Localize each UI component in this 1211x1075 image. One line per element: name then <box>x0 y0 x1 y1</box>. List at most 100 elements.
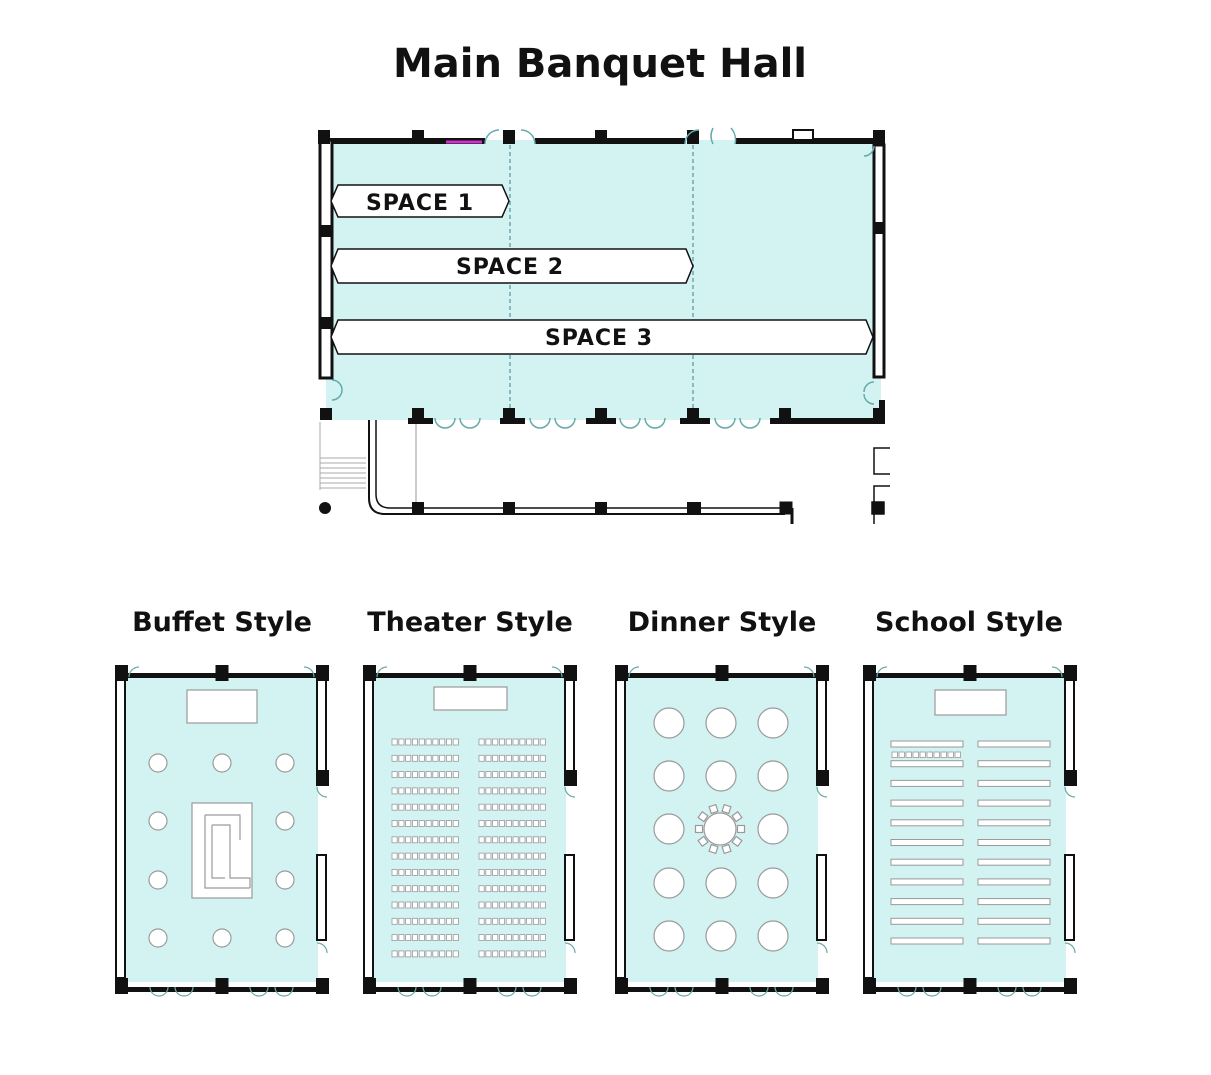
theater-seat <box>411 787 418 795</box>
theater-seat <box>533 754 540 762</box>
school-desk <box>977 858 1051 866</box>
theater-seat <box>512 869 519 876</box>
theater-seat <box>425 738 432 746</box>
corridor <box>368 420 794 524</box>
theater-seat <box>405 803 412 811</box>
theater-seat <box>439 820 446 827</box>
theater-seat <box>505 852 512 860</box>
school-chair <box>940 751 947 758</box>
space-label-3: SPACE 3 <box>545 326 653 351</box>
theater-seat <box>539 738 546 746</box>
theater-seat <box>498 950 505 958</box>
theater-seat <box>445 901 452 909</box>
theater-seat <box>519 787 526 795</box>
pillar-icon <box>115 665 329 994</box>
theater-seat <box>478 803 485 811</box>
theater-seat <box>505 901 512 909</box>
dinner-chair <box>731 810 743 823</box>
round-table <box>653 813 685 845</box>
layout-title-school: School Style <box>875 607 1063 638</box>
theater-seat <box>498 754 505 762</box>
theater-seat <box>519 754 526 762</box>
theater-seat <box>445 950 452 958</box>
theater-seat <box>398 754 405 762</box>
dinner-chair <box>731 835 743 848</box>
theater-seat <box>505 885 512 893</box>
wall-left <box>318 138 334 380</box>
pillar-icon <box>363 665 577 994</box>
theater-seat <box>498 820 505 827</box>
theater-seat <box>445 803 452 811</box>
round-table <box>653 707 685 739</box>
theater-seat <box>425 934 432 941</box>
theater-seat <box>539 885 546 893</box>
theater-seat <box>439 754 446 762</box>
theater-seat <box>432 901 439 909</box>
layout-title-dinner: Dinner Style <box>628 607 817 638</box>
theater-seat <box>485 787 492 795</box>
theater-seat <box>398 803 405 811</box>
cocktail-table <box>148 870 168 890</box>
theater-seat <box>439 934 446 941</box>
theater-seat <box>478 787 485 795</box>
theater-seat <box>405 885 412 893</box>
theater-seat <box>405 852 412 860</box>
school-desk <box>890 740 964 748</box>
school-desk <box>890 839 964 846</box>
theater-seat <box>418 836 425 844</box>
theater-seat <box>485 934 492 941</box>
theater-seat <box>405 771 412 778</box>
main-hall-plan: SPACE 1 SPACE 2 SPACE 3 <box>318 127 890 524</box>
school-desk <box>977 917 1051 925</box>
dinner-chair <box>708 803 719 815</box>
theater-seat <box>526 934 533 941</box>
theater-seat <box>439 803 446 811</box>
theater-seat <box>452 836 459 844</box>
theater-seat <box>492 852 499 860</box>
theater-seat <box>398 787 405 795</box>
theater-seat <box>445 771 452 778</box>
dinner-chair <box>697 835 709 848</box>
theater-seat <box>512 754 519 762</box>
theater-seat <box>425 901 432 909</box>
round-table <box>757 813 789 845</box>
theater-seat <box>445 852 452 860</box>
theater-seat <box>519 738 526 746</box>
buffet-station <box>191 802 253 899</box>
theater-seat <box>533 885 540 893</box>
theater-seat <box>492 917 499 925</box>
theater-seat <box>439 787 446 795</box>
round-table <box>653 867 685 899</box>
theater-seat <box>432 869 439 876</box>
dinner-chair <box>697 810 709 823</box>
theater-seat <box>539 869 546 876</box>
dinner-chair <box>721 843 732 855</box>
theater-seat <box>445 869 452 876</box>
side-structure <box>871 447 890 524</box>
round-table-with-chairs <box>694 803 746 855</box>
theater-seat <box>492 771 499 778</box>
staircase-icon <box>319 422 366 490</box>
theater-seat <box>519 771 526 778</box>
theater-seat <box>498 917 505 925</box>
theater-seat <box>492 787 499 795</box>
theater-seat <box>439 738 446 746</box>
theater-seat <box>512 917 519 925</box>
theater-seat <box>512 950 519 958</box>
theater-seat <box>452 771 459 778</box>
theater-seat <box>398 869 405 876</box>
theater-seat <box>498 852 505 860</box>
theater-seat <box>478 820 485 827</box>
theater-seat <box>411 869 418 876</box>
theater-seat <box>498 738 505 746</box>
school-chair <box>926 751 933 758</box>
theater-seat <box>519 950 526 958</box>
theater-seat <box>425 917 432 925</box>
theater-seat <box>425 771 432 778</box>
theater-seat <box>439 771 446 778</box>
theater-seat <box>418 869 425 876</box>
theater-seat <box>526 836 533 844</box>
theater-seat <box>432 738 439 746</box>
buffet-layout <box>148 689 295 948</box>
theater-seat <box>445 820 452 827</box>
